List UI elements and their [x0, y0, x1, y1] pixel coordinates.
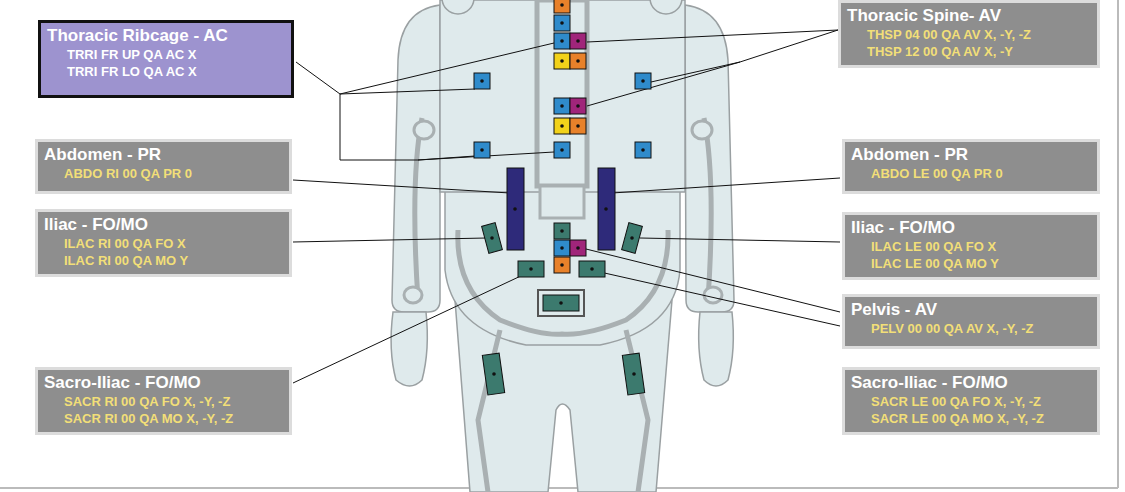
- group-heading: Sacro-Iliac - FO/MO: [851, 373, 1089, 393]
- channel-code: ILAC LE 00 QA MO Y: [851, 255, 1089, 272]
- group-heading: Sacro-Iliac - FO/MO: [44, 373, 281, 393]
- group-heading: Iliac - FO/MO: [44, 215, 281, 235]
- channel-code: SACR RI 00 QA FO X, -Y, -Z: [44, 393, 281, 410]
- sensor-label-box: Pelvis - AVPELV 00 00 QA AV X, -Y, -Z: [842, 294, 1100, 349]
- group-heading: Thoracic Ribcage - AC: [47, 26, 283, 46]
- sensor-label-box: Sacro-Iliac - FO/MOSACR LE 00 QA FO X, -…: [842, 367, 1100, 435]
- channel-code: SACR RI 00 QA MO X, -Y, -Z: [44, 410, 281, 427]
- channel-code: TRRI FR UP QA AC X: [47, 46, 283, 63]
- group-heading: Abdomen - PR: [851, 145, 1089, 165]
- sensor-label-box: Abdomen - PRABDO RI 00 QA PR 0: [35, 139, 292, 194]
- channel-code: ILAC LE 00 QA FO X: [851, 238, 1089, 255]
- channel-code: THSP 04 00 QA AV X, -Y, -Z: [847, 26, 1089, 43]
- channel-code: TRRI FR LO QA AC X: [47, 63, 283, 80]
- channel-code: ILAC RI 00 QA FO X: [44, 235, 281, 252]
- sensor-label-box: Iliac - FO/MOILAC LE 00 QA FO XILAC LE 0…: [842, 212, 1100, 280]
- group-heading: Pelvis - AV: [851, 300, 1089, 320]
- channel-code: ABDO LE 00 QA PR 0: [851, 165, 1089, 182]
- channel-code: SACR LE 00 QA FO X, -Y, -Z: [851, 393, 1089, 410]
- sensor-label-box: Iliac - FO/MOILAC RI 00 QA FO XILAC RI 0…: [35, 209, 292, 277]
- channel-code: THSP 12 00 QA AV X, -Y: [847, 43, 1089, 60]
- sensor-label-box: Sacro-Iliac - FO/MOSACR RI 00 QA FO X, -…: [35, 367, 292, 435]
- channel-code: SACR LE 00 QA MO X, -Y, -Z: [851, 410, 1089, 427]
- channel-code: PELV 00 00 QA AV X, -Y, -Z: [851, 320, 1089, 337]
- group-heading: Iliac - FO/MO: [851, 218, 1089, 238]
- channel-code: ABDO RI 00 QA PR 0: [44, 165, 281, 182]
- sensor-label-box: Thoracic Spine- AVTHSP 04 00 QA AV X, -Y…: [838, 0, 1100, 68]
- sensor-label-box: Thoracic Ribcage - ACTRRI FR UP QA AC XT…: [38, 20, 294, 98]
- sensor-label-box: Abdomen - PRABDO LE 00 QA PR 0: [842, 139, 1100, 194]
- group-heading: Abdomen - PR: [44, 145, 281, 165]
- group-heading: Thoracic Spine- AV: [847, 6, 1089, 26]
- channel-code: ILAC RI 00 QA MO Y: [44, 252, 281, 269]
